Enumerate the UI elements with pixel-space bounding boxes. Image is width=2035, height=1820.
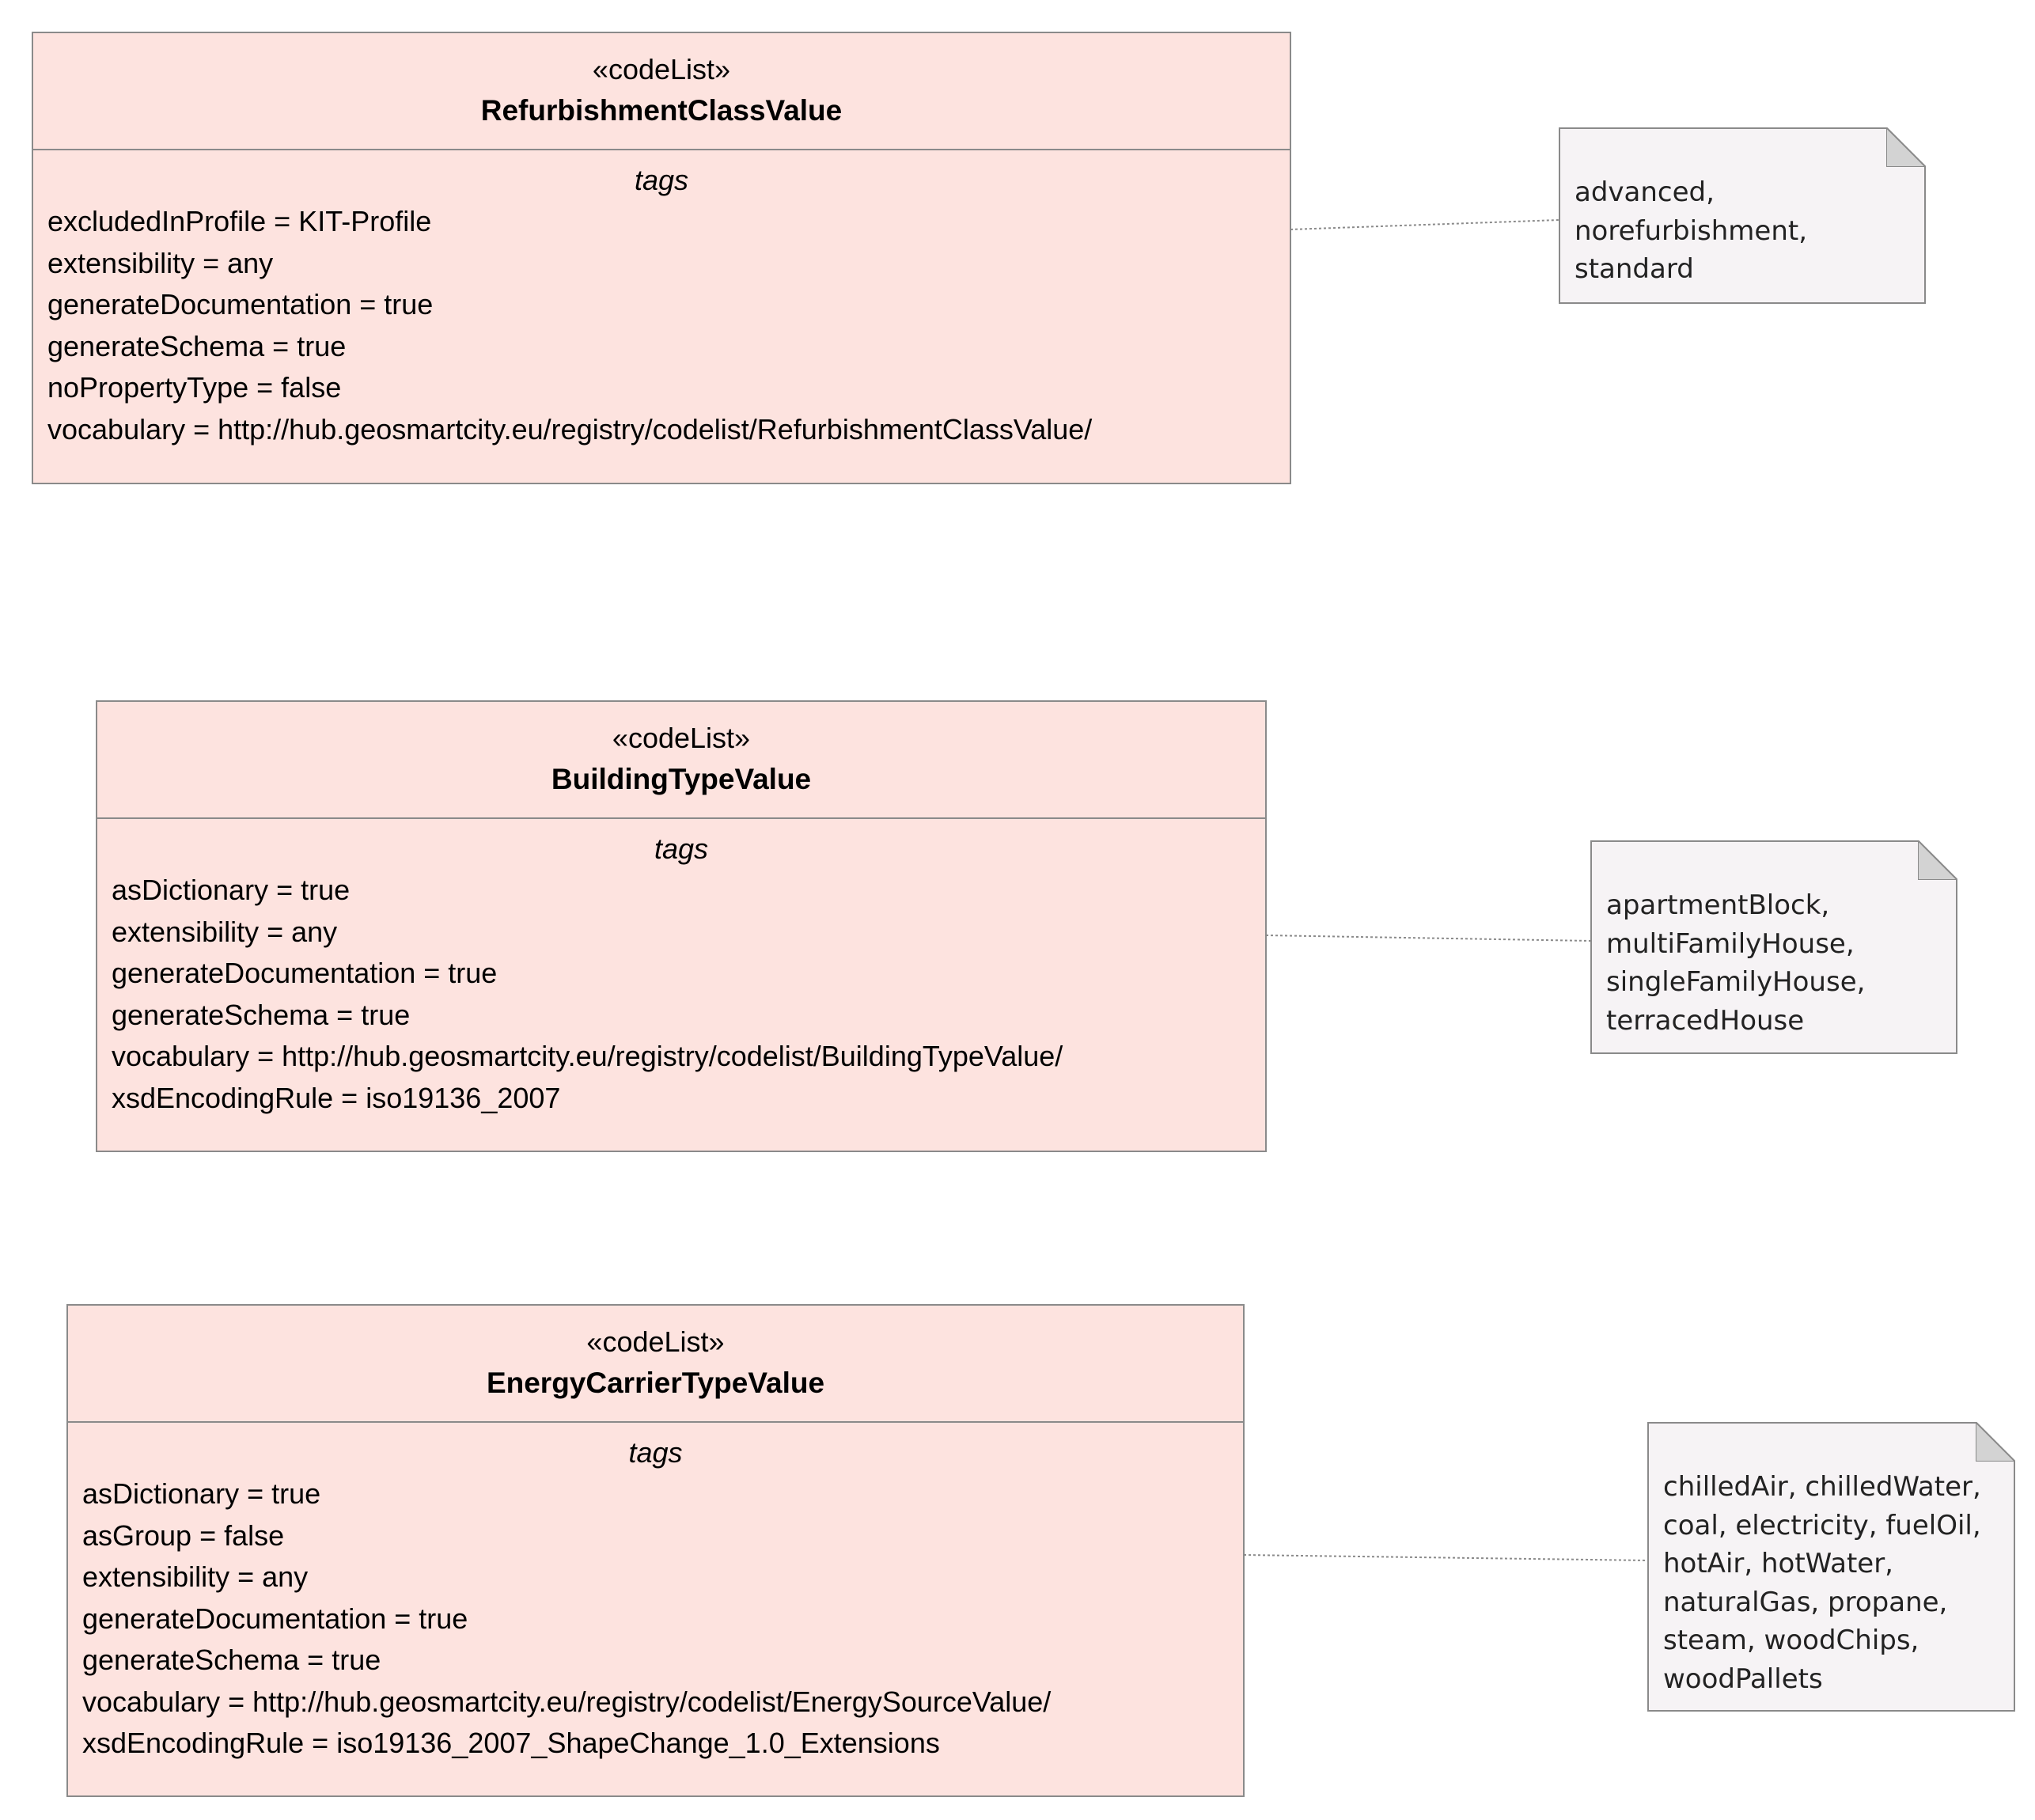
tag-line: generateSchema = true	[82, 1644, 381, 1676]
tag-line: extensibility = any	[112, 915, 338, 948]
tag-line: generateDocumentation = true	[47, 288, 434, 320]
note-energy-carrier-values[interactable]: chilledAir, chilledWater, coal, electric…	[1647, 1422, 2015, 1712]
note-line: naturalGas, propane,	[1663, 1586, 1948, 1618]
tag-line: asDictionary = true	[112, 874, 351, 906]
note-line: chilledAir, chilledWater,	[1663, 1471, 1981, 1503]
section-label: tags	[628, 1436, 683, 1469]
note-line: terracedHouse	[1606, 1004, 1805, 1037]
note-line: hotAir, hotWater,	[1663, 1548, 1893, 1579]
note-line: multiFamilyHouse,	[1606, 927, 1855, 960]
class-header: «codeList» EnergyCarrierTypeValue	[68, 1306, 1243, 1423]
tag-line: noPropertyType = false	[47, 371, 342, 404]
tag-line: generateDocumentation = true	[112, 957, 498, 989]
note-building-type-values[interactable]: apartmentBlock, multiFamilyHouse, single…	[1590, 840, 1957, 1054]
note-refurbishment-values[interactable]: advanced, norefurbishment, standard	[1559, 127, 1926, 304]
note-line: norefurbishment,	[1575, 214, 1808, 247]
class-header: «codeList» RefurbishmentClassValue	[33, 33, 1290, 150]
note-line: woodPallets	[1663, 1663, 1823, 1695]
tag-line: vocabulary = http://hub.geosmartcity.eu/…	[112, 1040, 1063, 1072]
tag-line: extensibility = any	[82, 1560, 309, 1593]
tag-line: asGroup = false	[82, 1519, 285, 1552]
section-label: tags	[634, 164, 689, 196]
class-name: BuildingTypeValue	[551, 763, 812, 795]
note-link-energycarrier	[1243, 1554, 1648, 1561]
stereotype-label: «codeList»	[586, 1325, 725, 1358]
note-link-buildingtype	[1265, 935, 1591, 942]
class-header: «codeList» BuildingTypeValue	[97, 702, 1265, 819]
note-fold-icon	[1976, 1422, 2015, 1462]
tag-line: asDictionary = true	[82, 1477, 321, 1510]
tags-compartment: tags excludedInProfile = KIT-Profile ext…	[33, 150, 1290, 450]
tag-line: vocabulary = http://hub.geosmartcity.eu/…	[47, 412, 1093, 446]
tag-line: vocabulary = http://hub.geosmartcity.eu/…	[82, 1685, 1052, 1718]
tags-compartment: tags asDictionary = true extensibility =…	[97, 819, 1265, 1119]
stereotype-label: «codeList»	[592, 53, 731, 85]
note-line: singleFamilyHouse,	[1606, 966, 1866, 998]
tag-line: extensibility = any	[47, 246, 274, 279]
note-link-refurbishment	[1290, 219, 1559, 230]
stereotype-label: «codeList»	[612, 722, 751, 754]
note-fold-icon	[1886, 127, 1926, 167]
tag-line: xsdEncodingRule = iso19136_2007	[112, 1081, 561, 1114]
note-line: coal, electricity, fuelOil,	[1663, 1509, 1981, 1541]
class-building-type-value[interactable]: «codeList» BuildingTypeValue tags asDict…	[96, 700, 1267, 1152]
class-energy-carrier-type-value[interactable]: «codeList» EnergyCarrierTypeValue tags a…	[66, 1304, 1245, 1797]
section-label: tags	[654, 832, 709, 865]
class-name: RefurbishmentClassValue	[480, 94, 843, 127]
tag-line: xsdEncodingRule = iso19136_2007_ShapeCha…	[82, 1727, 940, 1759]
tag-line: generateSchema = true	[112, 998, 411, 1031]
tag-line: excludedInProfile = KIT-Profile	[47, 205, 432, 237]
note-line: advanced,	[1575, 176, 1715, 208]
tag-line: generateDocumentation = true	[82, 1602, 468, 1635]
tags-compartment: tags asDictionary = true asGroup = false…	[68, 1423, 1243, 1765]
note-line: standard	[1575, 253, 1694, 285]
tag-line: generateSchema = true	[47, 329, 347, 362]
note-line: apartmentBlock,	[1606, 889, 1830, 921]
note-fold-icon	[1918, 840, 1957, 880]
note-line: steam, woodChips,	[1663, 1625, 1919, 1656]
class-refurbishment-class-value[interactable]: «codeList» RefurbishmentClassValue tags …	[32, 32, 1291, 484]
class-name: EnergyCarrierTypeValue	[486, 1367, 825, 1399]
